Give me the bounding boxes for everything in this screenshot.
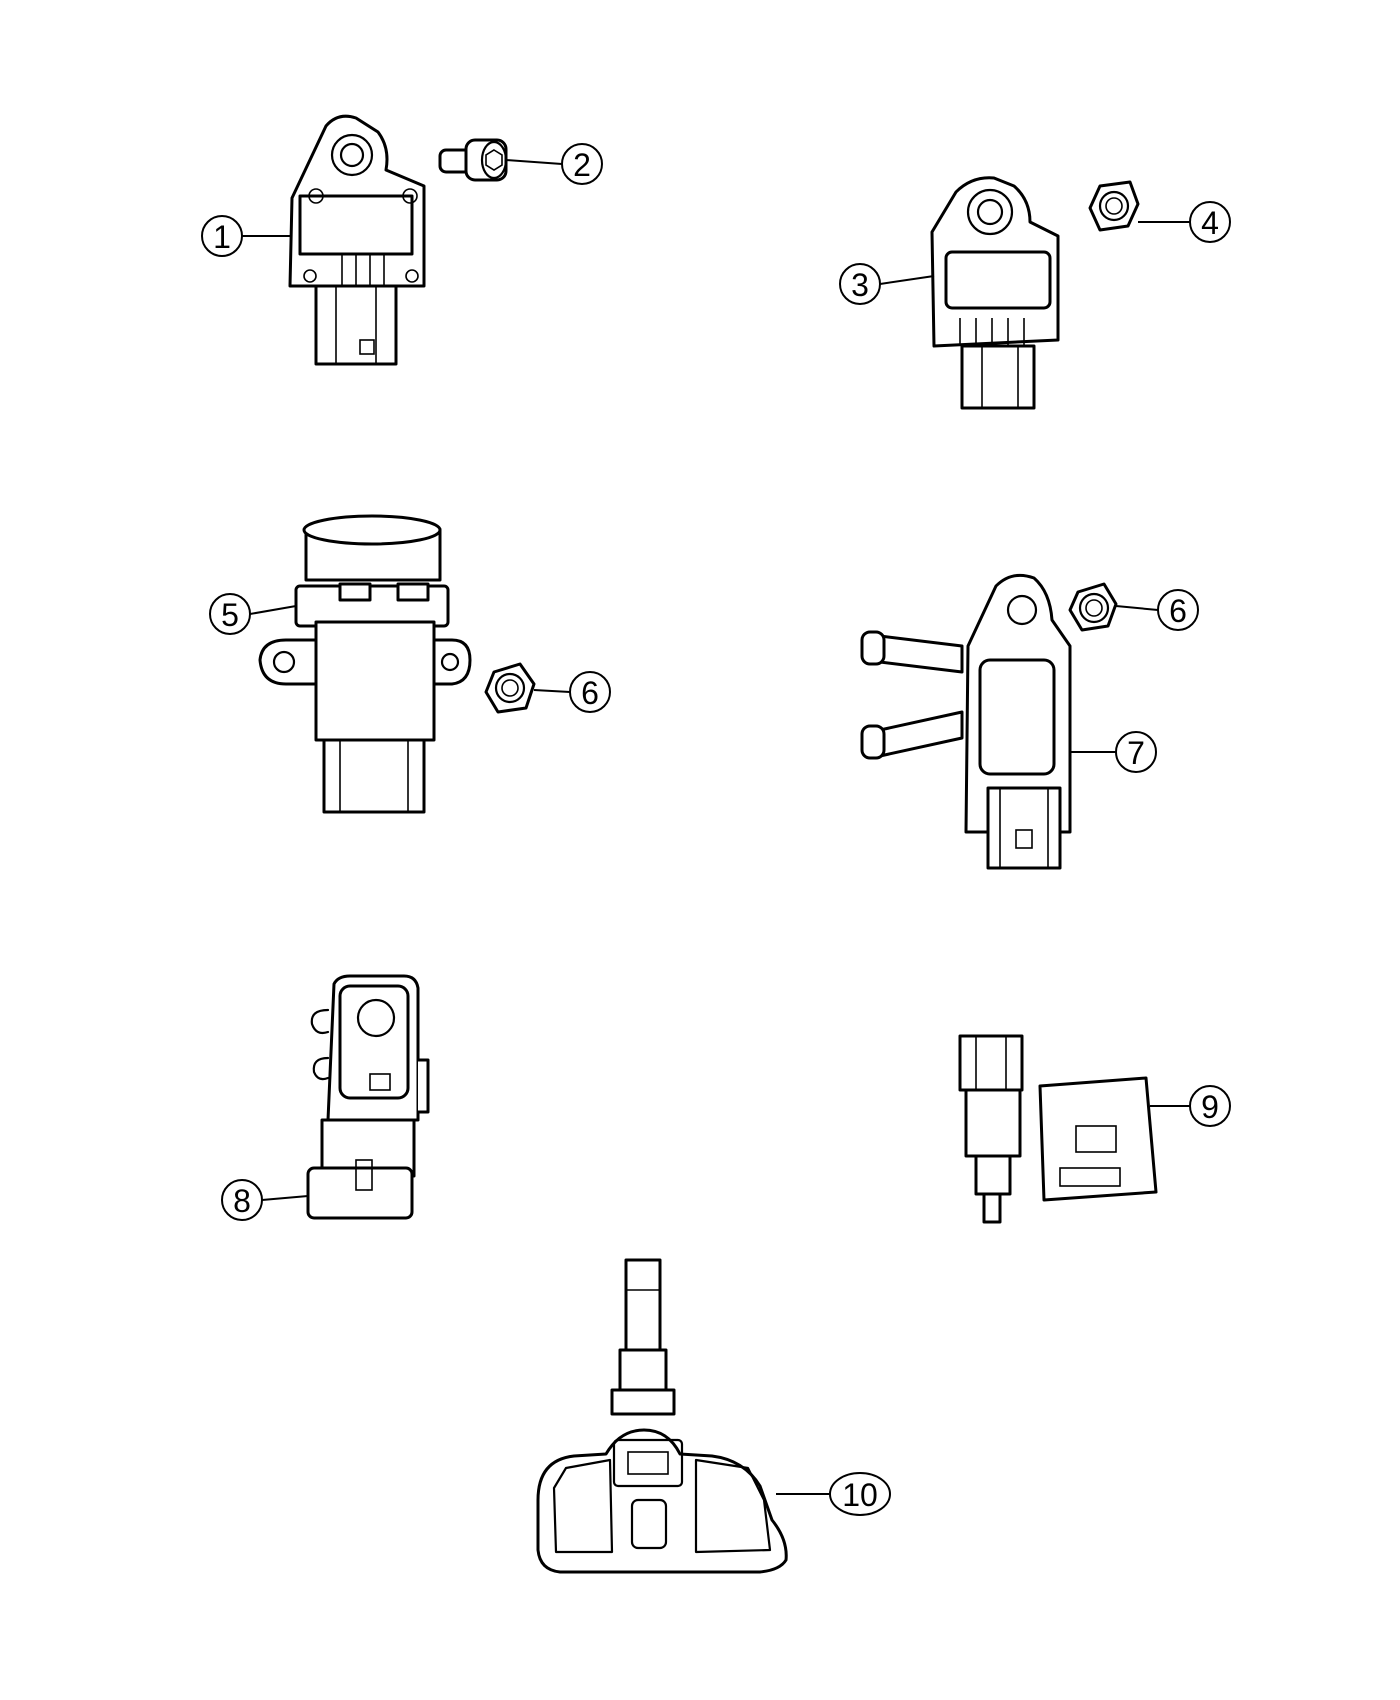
svg-text:8: 8 xyxy=(233,1183,251,1219)
callout-8: 8 xyxy=(221,1179,263,1221)
part-6-nut-left xyxy=(484,662,536,714)
svg-text:7: 7 xyxy=(1127,735,1145,771)
callout-6a: 6 xyxy=(569,671,611,713)
part-6-nut-right xyxy=(1068,582,1118,632)
svg-text:6: 6 xyxy=(1169,593,1187,629)
part-9-sensor xyxy=(958,1034,1158,1224)
svg-text:10: 10 xyxy=(842,1477,878,1513)
callout-5: 5 xyxy=(209,593,251,635)
callout-3: 3 xyxy=(839,263,881,305)
callout-9: 9 xyxy=(1189,1085,1231,1127)
callout-2: 2 xyxy=(561,143,603,185)
svg-text:3: 3 xyxy=(851,267,869,303)
callout-1: 1 xyxy=(201,215,243,257)
svg-text:2: 2 xyxy=(573,147,591,183)
callouts: 1 2 3 4 5 6 6 xyxy=(201,143,1231,1516)
svg-text:5: 5 xyxy=(221,597,239,633)
part-8-sensor xyxy=(306,974,430,1220)
part-1-sensor xyxy=(288,114,426,366)
callout-7: 7 xyxy=(1115,731,1157,773)
callout-4: 4 xyxy=(1189,201,1231,243)
svg-text:6: 6 xyxy=(581,675,599,711)
svg-text:4: 4 xyxy=(1201,205,1219,241)
part-5-sensor xyxy=(258,514,472,814)
callout-6b: 6 xyxy=(1157,589,1199,631)
callout-10: 10 xyxy=(829,1472,891,1516)
svg-text:9: 9 xyxy=(1201,1089,1219,1125)
part-3-sensor xyxy=(930,176,1060,410)
part-7-sensor xyxy=(860,573,1072,870)
svg-text:1: 1 xyxy=(213,219,231,255)
part-4-nut xyxy=(1088,180,1140,232)
part-10-tpms xyxy=(536,1258,788,1574)
part-2-bolt xyxy=(438,138,508,182)
